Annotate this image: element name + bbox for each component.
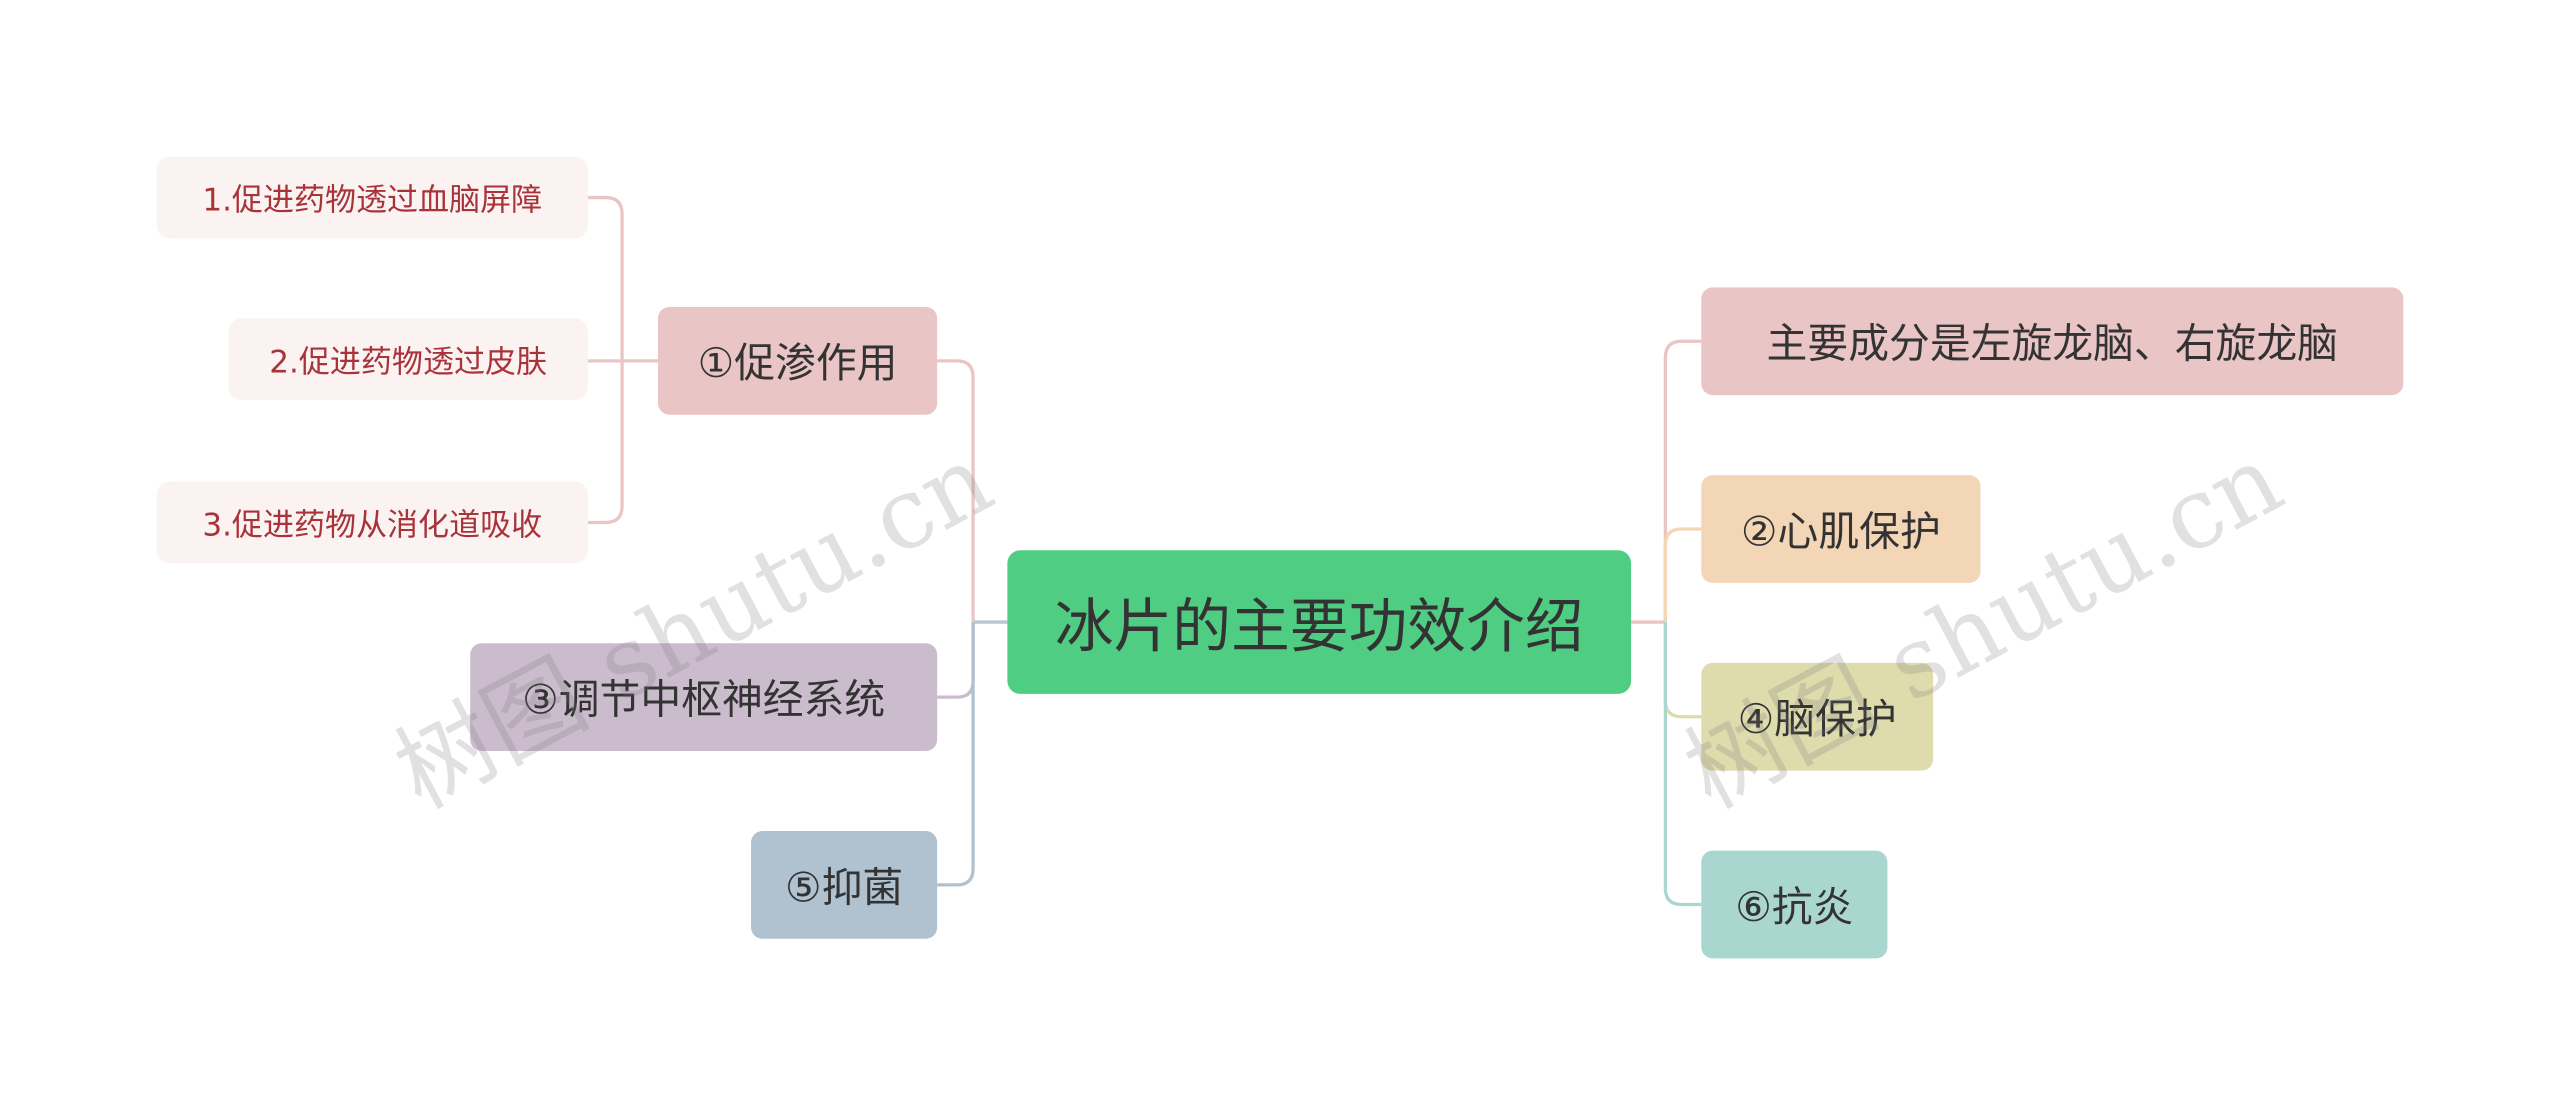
branch-tiaojie[interactable]: ③调节中枢神经系统 bbox=[470, 643, 938, 752]
root-node[interactable]: 冰片的主要功效介绍 bbox=[1007, 550, 1632, 694]
link-c1 bbox=[587, 195, 624, 361]
link-nao bbox=[1663, 622, 1702, 719]
branch-xinji[interactable]: ②心肌保护 bbox=[1701, 475, 1981, 583]
branch-yijun[interactable]: ⑤抑菌 bbox=[751, 831, 938, 939]
link-yijun bbox=[937, 622, 975, 887]
link-tiaojie bbox=[937, 622, 975, 699]
branch-nao[interactable]: ④脑保护 bbox=[1701, 662, 1934, 771]
branch-chengfen[interactable]: 主要成分是左旋龙脑、右旋龙脑 bbox=[1701, 287, 2404, 396]
branch-kangyan[interactable]: ⑥抗炎 bbox=[1701, 850, 1888, 959]
link-c3 bbox=[587, 360, 624, 525]
child-pifu[interactable]: 2.促进药物透过皮肤 bbox=[228, 318, 588, 401]
child-xuenao[interactable]: 1.促进药物透过血脑屏障 bbox=[156, 156, 588, 239]
link-cushen bbox=[937, 359, 975, 623]
link-kangyan bbox=[1663, 622, 1702, 907]
child-xiaohuadao[interactable]: 3.促进药物从消化道吸收 bbox=[156, 481, 588, 564]
link-chengfen bbox=[1663, 339, 1702, 623]
link-xinji bbox=[1663, 527, 1702, 623]
branch-cushen[interactable]: ①促渗作用 bbox=[657, 306, 938, 415]
